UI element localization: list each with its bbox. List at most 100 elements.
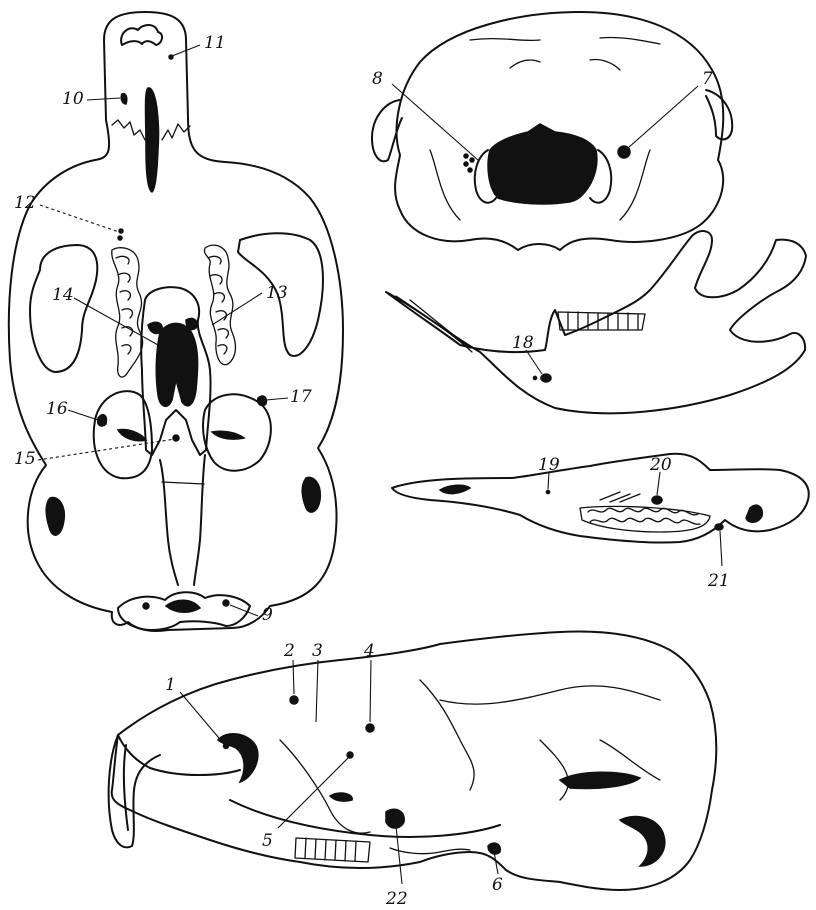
label-16: 16 — [46, 399, 68, 419]
leader-10 — [87, 98, 120, 100]
mandible-lateral-outline — [386, 231, 806, 413]
foramen-19 — [546, 490, 549, 493]
leader-8 — [392, 84, 478, 160]
basioccipital — [160, 455, 205, 585]
left-meatus — [46, 497, 64, 535]
cranium-lateral-view: 1 2 3 4 5 6 22 — [109, 632, 717, 909]
infraorbital-foramen — [218, 734, 258, 782]
foramen-12a — [119, 229, 123, 233]
label-18: 18 — [512, 333, 534, 353]
label-19: 19 — [538, 455, 560, 475]
label-9: 9 — [262, 605, 273, 625]
incisor-lateral-inner — [124, 745, 128, 830]
mandible-dorsal-tooth-loops — [588, 508, 700, 524]
foramen-18 — [541, 374, 551, 382]
mandible-dorsal-outline — [392, 454, 809, 543]
leader-17 — [266, 398, 288, 400]
label-13: 13 — [266, 283, 288, 303]
posterior-top-suture — [470, 37, 660, 70]
incisive-foramen — [146, 88, 159, 192]
label-17: 17 — [290, 387, 312, 407]
cranium-lateral-outline — [112, 632, 717, 890]
right-bulla-mark — [212, 431, 244, 439]
label-1: 1 — [165, 675, 176, 695]
leader-16 — [68, 410, 98, 420]
premaxilla-suture-right — [162, 124, 190, 140]
mandible-lateral-view: 18 — [386, 231, 806, 413]
foramen-16 — [98, 415, 107, 426]
label-7: 7 — [702, 69, 713, 89]
auditory-bulla-lateral — [560, 772, 640, 788]
leader-9 — [230, 605, 258, 616]
label-22: 22 — [385, 889, 408, 909]
leader-3 — [316, 660, 318, 722]
right-meatus — [302, 477, 320, 512]
leader-20 — [657, 472, 660, 495]
leader-21 — [720, 531, 722, 566]
condyle-pit-left — [143, 603, 149, 609]
foramen-8c — [470, 158, 474, 162]
mandible-tooth-row — [558, 312, 645, 330]
foramen-2 — [290, 696, 298, 704]
foramen-8d — [468, 168, 472, 172]
label-11: 11 — [204, 33, 226, 53]
foramen-magnum — [166, 600, 200, 612]
label-14: 14 — [52, 285, 74, 305]
basioccipital-suture — [162, 482, 204, 484]
label-12: 12 — [14, 193, 36, 213]
ventral-skull-outline — [9, 12, 343, 631]
foramen-22 — [386, 809, 404, 828]
ventral-view: 11 10 12 13 14 15 16 17 9 — [9, 12, 343, 631]
leader-12 — [40, 205, 119, 232]
foramen-21 — [715, 524, 723, 530]
palatal-pit-left — [148, 322, 162, 333]
posterior-outline — [395, 12, 723, 250]
condyle-pit-right — [223, 600, 229, 606]
label-21: 21 — [707, 571, 730, 591]
left-bulla-mark — [118, 429, 146, 440]
label-2: 2 — [283, 641, 295, 661]
foramen-8a — [464, 154, 468, 158]
foramen-17 — [258, 396, 267, 406]
leader-18 — [526, 350, 542, 374]
foramen-8b — [464, 162, 468, 166]
left-orbit-opening — [30, 245, 97, 372]
foramen-20 — [652, 496, 662, 504]
posterior-view: 8 7 — [372, 12, 732, 250]
leader-2 — [293, 660, 294, 694]
label-3: 3 — [312, 641, 323, 661]
mandible-dorsal-condyle-mark — [746, 505, 762, 522]
leader-13 — [212, 293, 262, 325]
leader-22 — [396, 826, 402, 884]
label-15: 15 — [14, 449, 36, 469]
label-10: 10 — [62, 89, 84, 109]
mandible-incisor-lines — [396, 296, 472, 352]
leader-4 — [370, 660, 371, 722]
leader-7 — [628, 86, 698, 148]
label-20: 20 — [649, 455, 672, 475]
label-8: 8 — [372, 69, 383, 89]
foramen-12b — [118, 236, 122, 240]
left-molar-row — [112, 248, 143, 377]
mandible-dorsal-incisor-tip — [440, 485, 470, 493]
label-6: 6 — [492, 875, 503, 895]
lateral-orbital-outline — [280, 740, 370, 833]
right-ear-flange — [706, 90, 732, 139]
foramen-1 — [224, 744, 229, 749]
mandible-tooth-ticks — [568, 312, 638, 330]
leader-1 — [180, 692, 224, 744]
foramen-4 — [366, 724, 374, 732]
mandible-dorsal-hatch-lines — [600, 492, 640, 502]
left-ear-flange — [372, 100, 402, 161]
foramen-15 — [173, 435, 179, 441]
mesopterygoid-fossa — [156, 323, 197, 406]
lateral-mark-a — [330, 793, 352, 801]
foramen-5 — [347, 752, 353, 758]
rostrum-tip-shape — [121, 25, 162, 45]
label-4: 4 — [363, 641, 375, 661]
external-meatus-lateral — [620, 817, 665, 866]
mandible-dorsal-view: 19 20 21 — [392, 454, 809, 591]
foramen-18-dot — [533, 376, 536, 379]
foramen-10 — [121, 94, 127, 104]
